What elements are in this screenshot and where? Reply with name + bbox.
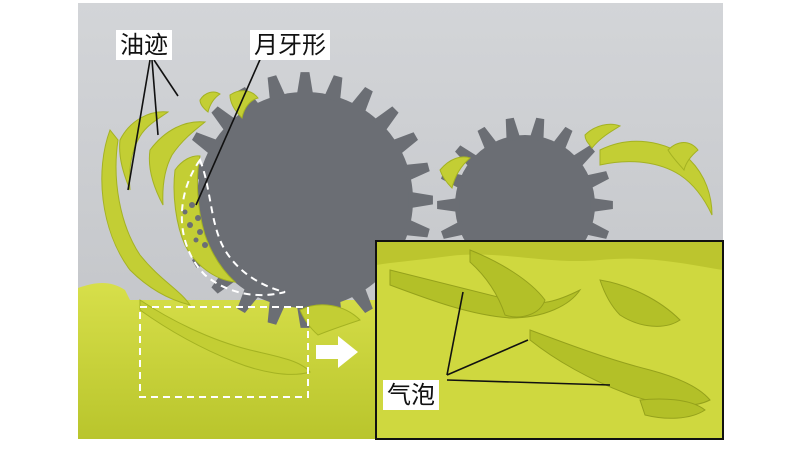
- small-gear-tooth: [584, 171, 609, 190]
- large-gear-tooth: [349, 285, 373, 313]
- oil-trace-label: 油迹: [116, 30, 172, 60]
- right-arrow-icon: [316, 336, 358, 368]
- large-gear-tooth: [323, 75, 343, 103]
- small-gear-tooth: [505, 117, 521, 142]
- large-gear-tooth: [390, 132, 418, 156]
- large-gear-tooth: [267, 297, 287, 325]
- zoom-source-dashed-box: [139, 306, 309, 398]
- zoom-inset-panel: [375, 240, 724, 440]
- large-gear-tooth: [408, 191, 433, 209]
- oil-traces-right: [439, 123, 713, 216]
- small-gear-tooth: [590, 197, 613, 213]
- small-gear-tooth: [529, 117, 545, 142]
- large-gear-tooth: [296, 72, 314, 97]
- large-gear-tooth: [237, 285, 261, 313]
- crescent-dashed-outline: [180, 157, 286, 297]
- large-gear-tooth: [267, 75, 287, 103]
- leader-lines: [127, 54, 611, 386]
- large-gear-tooth: [402, 218, 430, 238]
- large-gear-tooth: [192, 132, 220, 156]
- small-gear-tooth: [441, 220, 466, 239]
- crescent-holes: [182, 202, 208, 248]
- large-gear-tooth: [211, 267, 238, 294]
- small-gear-tooth: [437, 197, 460, 213]
- large-gear-tooth: [402, 162, 430, 182]
- crescent-label: 月牙形: [250, 30, 330, 60]
- small-gear-tooth: [477, 126, 499, 152]
- large-gear-tooth: [372, 106, 399, 133]
- bubble-label: 气泡: [383, 380, 439, 410]
- oil-traces: [101, 90, 361, 375]
- large-gear-tooth: [349, 87, 373, 115]
- small-gear-tooth: [570, 145, 595, 169]
- small-gear-tooth: [551, 126, 573, 152]
- small-gear-tooth: [584, 220, 609, 239]
